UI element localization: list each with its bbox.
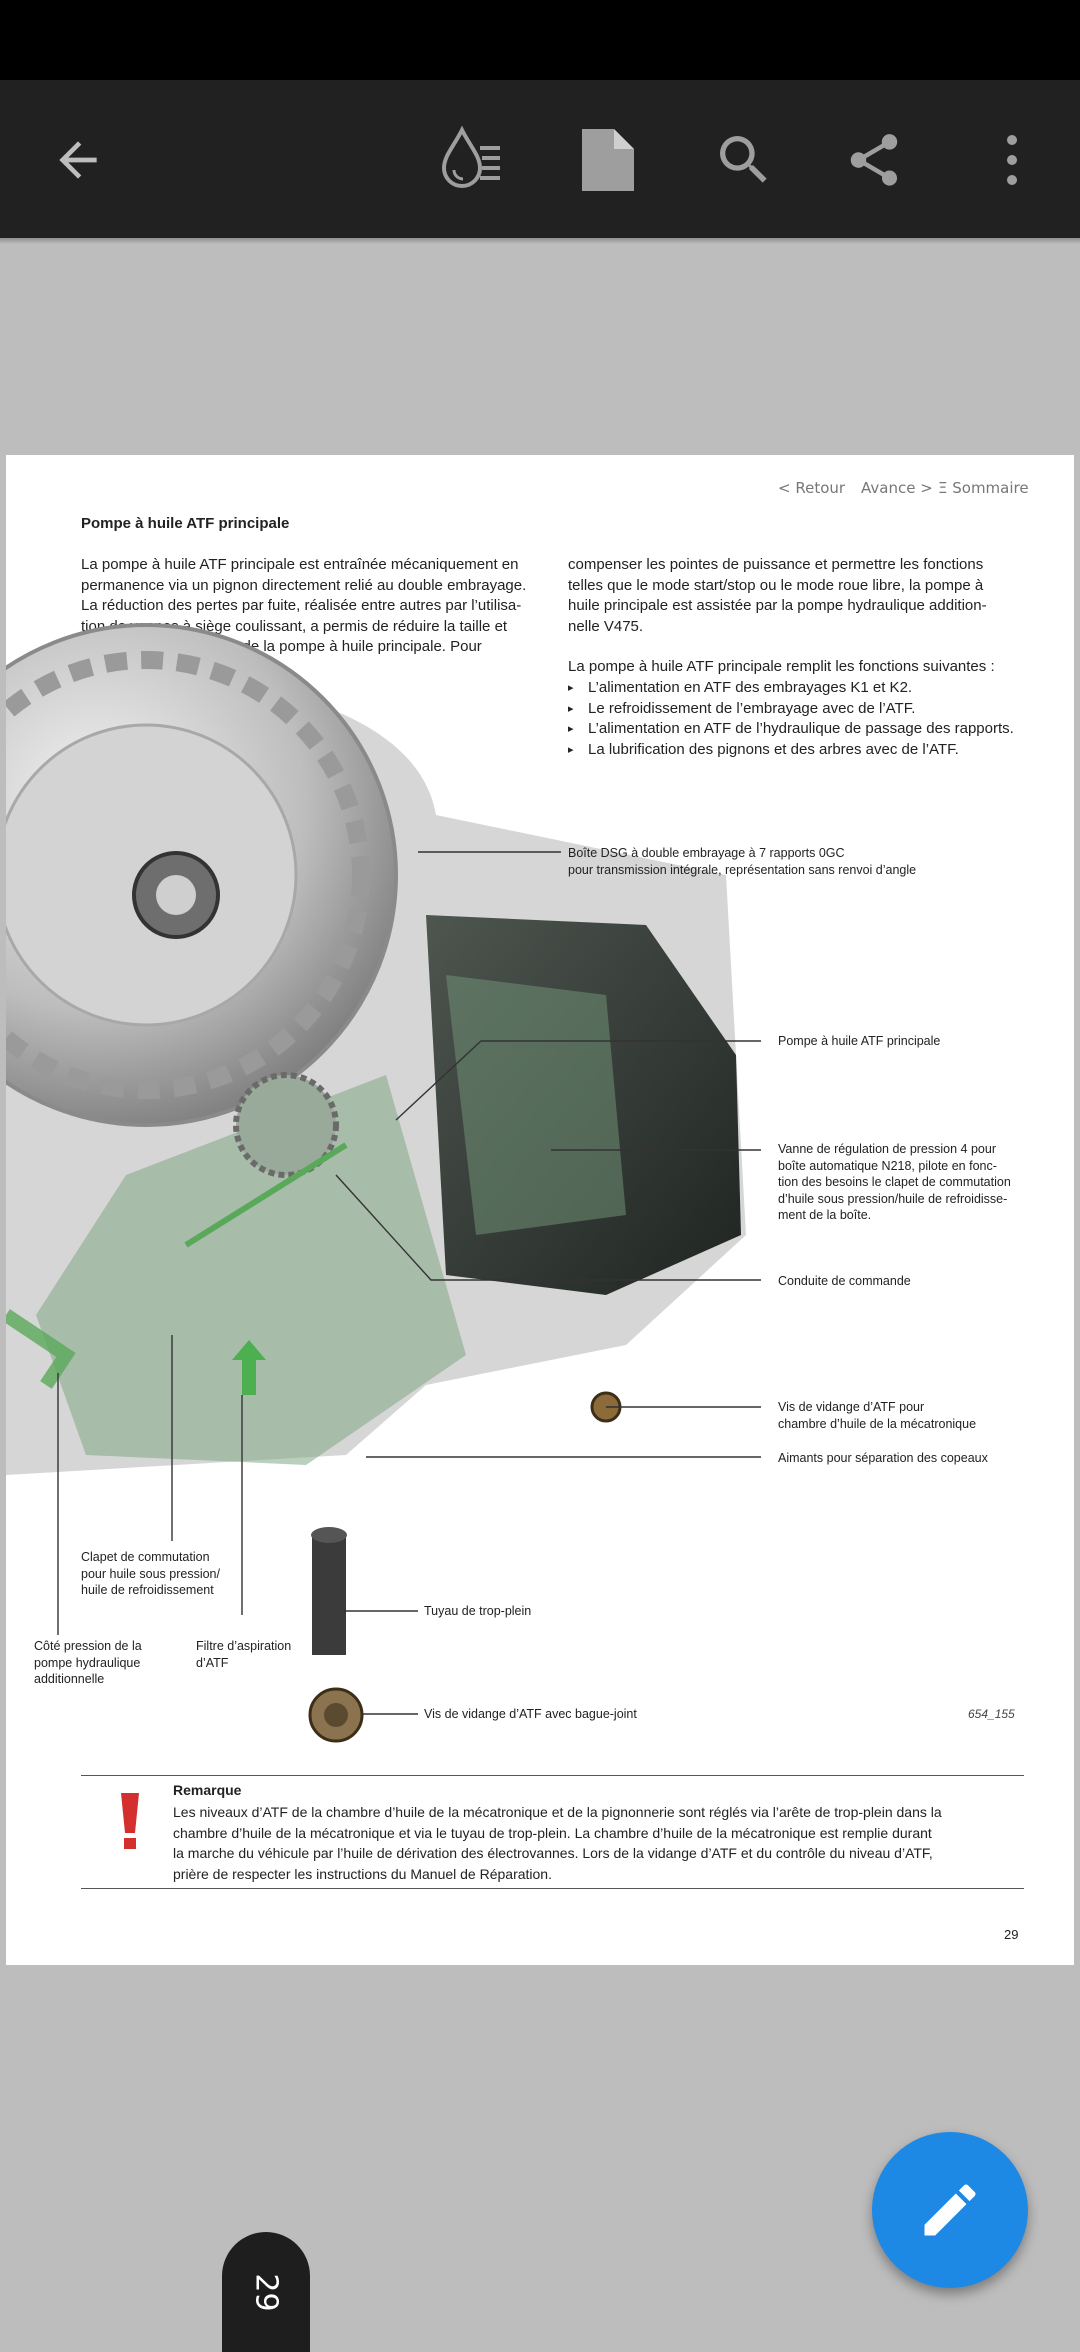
note-body: Les niveaux d’ATF de la chambre d’huile … <box>173 1802 1023 1884</box>
page-button[interactable] <box>568 120 648 200</box>
list-item: L’alimentation en ATF de l’hydraulique d… <box>568 719 1048 740</box>
back-button[interactable] <box>38 120 118 200</box>
text-line: La réduction des pertes par fuite, réali… <box>81 597 522 614</box>
callout-switch-valve: Clapet de commutation pour huile sous pr… <box>81 1550 220 1597</box>
nav-contents-link[interactable]: Ξ Sommaire <box>938 479 1029 497</box>
toolbar-shadow <box>0 238 1080 244</box>
callout-drain-screw-seal: Vis de vidange d’ATF avec bague-joint <box>424 1707 637 1721</box>
figure-number: 654_155 <box>968 1707 1015 1721</box>
text-line: La pompe à huile ATF principale est entr… <box>81 556 519 573</box>
page-number: 29 <box>1004 1927 1019 1942</box>
callout-suction-filter: Filtre d’aspiration d’ATF <box>196 1639 292 1670</box>
text-line: compenser les pointes de puissance et pe… <box>568 556 984 573</box>
text-line: telles que le mode start/stop ou le mode… <box>568 576 984 594</box>
nav-forward-link[interactable]: Avance > <box>861 479 933 497</box>
callout-pressure-valve: Vanne de régulation de pression 4 pour b… <box>778 1142 1011 1222</box>
text-line: huile principale est assistée par la pom… <box>568 597 987 614</box>
list-item: L’alimentation en ATF des embrayages K1 … <box>568 678 1048 699</box>
text-line: Les niveaux d’ATF de la chambre d’huile … <box>173 1804 942 1820</box>
search-button[interactable] <box>704 120 784 200</box>
callout-drain-screw-mechatronic: Vis de vidange d’ATF pour chambre d’huil… <box>778 1400 977 1431</box>
callout-pressure-side: Côté pression de la pompe hydraulique ad… <box>34 1639 142 1686</box>
note-title: Remarque <box>173 1782 242 1798</box>
page-icon <box>582 129 634 191</box>
callout-magnets: Aimants pour séparation des copeaux <box>778 1451 988 1465</box>
text-line: nelle V475. <box>568 617 644 635</box>
note-bottom-divider <box>81 1888 1024 1889</box>
callout-overflow-pipe: Tuyau de trop-plein <box>424 1604 532 1618</box>
functions-list: L’alimentation en ATF des embrayages K1 … <box>568 678 1048 760</box>
intro-column-2: compenser les pointes de puissance et pe… <box>568 555 1038 637</box>
text-line: permanence via un pignon directement rel… <box>81 576 527 594</box>
functions-intro: La pompe à huile ATF principale remplit … <box>568 658 995 675</box>
list-item: La lubrification des pignons et des arbr… <box>568 740 1048 761</box>
edit-fab-button[interactable] <box>872 2132 1028 2288</box>
note-top-divider <box>81 1775 1024 1776</box>
search-icon <box>720 136 767 183</box>
share-icon <box>850 134 898 186</box>
page-indicator-number: 29 <box>248 2272 284 2312</box>
arrow-back-icon <box>59 141 97 179</box>
section-title: Pompe à huile ATF principale <box>81 515 290 532</box>
share-button[interactable] <box>834 120 914 200</box>
text-line: chambre d’huile de la mécatronique et vi… <box>173 1824 932 1841</box>
text-line: prière de respecter les instructions du … <box>173 1865 552 1882</box>
list-item: Le refroidissement de l’embrayage avec d… <box>568 699 1048 720</box>
more-options-button[interactable] <box>972 120 1052 200</box>
document-page[interactable]: < Retour Avance > Ξ Sommaire Pompe à hui… <box>6 455 1074 1965</box>
more-vert-icon <box>1007 135 1017 185</box>
text-line: la marche du véhicule par l’huile de dér… <box>173 1845 933 1861</box>
callout-main-pump: Pompe à huile ATF principale <box>778 1034 941 1048</box>
ink-drop-list-icon <box>441 125 500 188</box>
warning-exclamation-icon <box>121 1793 139 1849</box>
ink-drop-list-button[interactable] <box>432 120 512 200</box>
page-indicator[interactable]: 29 <box>222 2232 310 2352</box>
status-bar <box>0 0 1080 80</box>
callout-control-line: Conduite de commande <box>778 1274 911 1288</box>
nav-back-link[interactable]: < Retour <box>778 479 846 497</box>
edit-pencil-icon <box>924 2184 976 2236</box>
app-toolbar <box>0 80 1080 238</box>
callout-gearbox: Boîte DSG à double embrayage à 7 rapport… <box>568 846 917 877</box>
